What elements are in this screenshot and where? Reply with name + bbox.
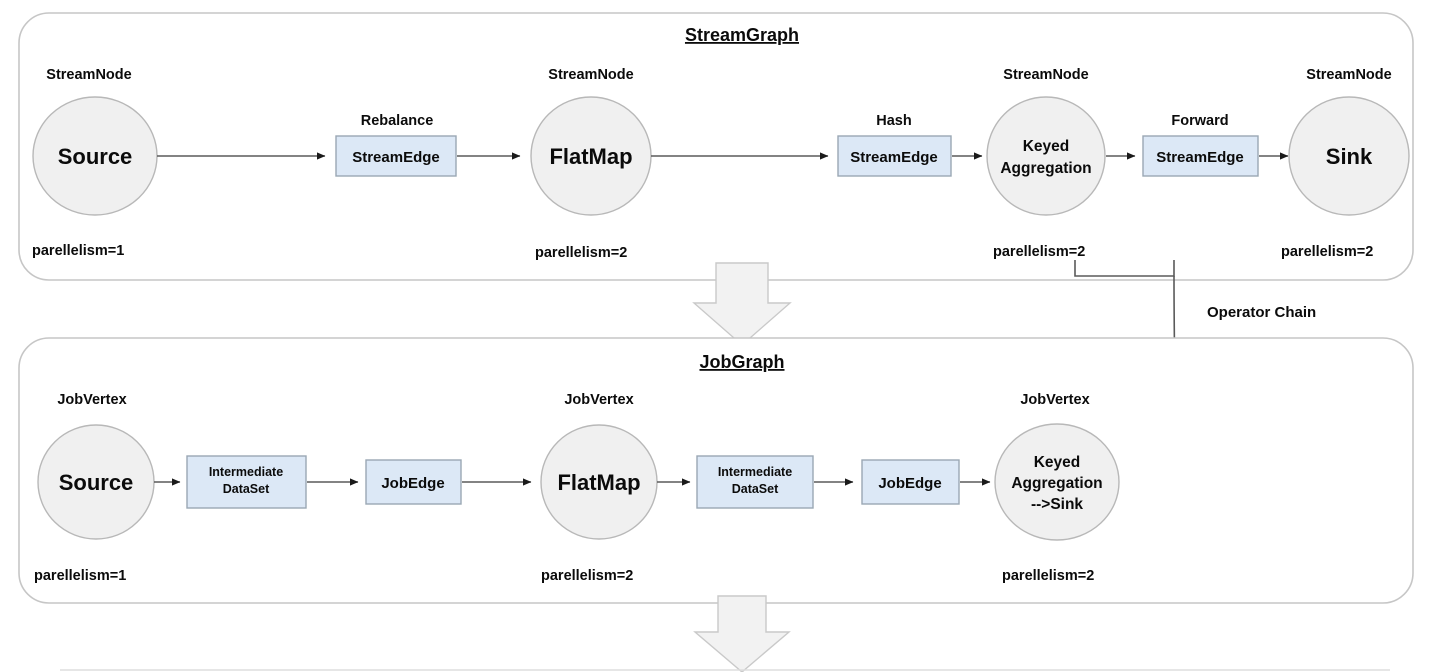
streamedge-rebalance[interactable] <box>335 135 457 177</box>
streamnode-keyed-aggregation[interactable] <box>986 96 1106 216</box>
streamedge-hash-label: StreamEdge <box>850 149 938 166</box>
transform-arrow-1 <box>692 262 792 346</box>
operator-chain-label: Operator Chain <box>1207 304 1316 321</box>
streamnode-flatmap-parallelism: parellelism=2 <box>535 245 627 261</box>
intermediate-dataset-2-line2: DataSet <box>732 482 779 496</box>
jobvertex-flatmap-parallelism: parellelism=2 <box>541 568 633 584</box>
intermediate-dataset-2[interactable] <box>696 455 814 509</box>
intermediate-dataset-1[interactable] <box>186 455 307 509</box>
streamnode-sink[interactable] <box>1288 96 1410 216</box>
streamedge-hash[interactable] <box>837 135 952 177</box>
streamedge-kind-forward: Forward <box>1171 113 1228 129</box>
streamnode-source-label: Source <box>58 144 133 169</box>
streamedge-forward[interactable] <box>1142 135 1259 177</box>
operator-chain-brace <box>1074 260 1175 277</box>
streamnode-keyedagg-label-line2: Aggregation <box>1000 160 1091 177</box>
jobvertex-keyedagg-sink-line1: Keyed <box>1034 454 1081 471</box>
jobedge-2-label: JobEdge <box>878 475 941 492</box>
streamedge-kind-rebalance: Rebalance <box>361 113 434 129</box>
streamnode-sink-parallelism: parellelism=2 <box>1281 244 1373 260</box>
streamedge-rebalance-label: StreamEdge <box>352 149 440 166</box>
transform-arrow-2 <box>693 595 791 672</box>
streamgraph-title: StreamGraph <box>685 25 799 45</box>
intermediate-dataset-1-line2: DataSet <box>223 482 270 496</box>
streamedge-kind-hash: Hash <box>876 113 911 129</box>
streamnode-label-source: StreamNode <box>46 67 131 83</box>
streamnode-keyedagg-parallelism: parellelism=2 <box>993 244 1085 260</box>
streamnode-source-parallelism: parellelism=1 <box>32 243 124 259</box>
jobvertex-keyedagg-sink-parallelism: parellelism=2 <box>1002 568 1094 584</box>
streamnode-label-keyedagg: StreamNode <box>1003 67 1088 83</box>
jobvertex-source-label: Source <box>59 470 134 495</box>
streamnode-label-flatmap: StreamNode <box>548 67 633 83</box>
intermediate-dataset-2-line1: Intermediate <box>718 465 792 479</box>
streamnode-flatmap-label: FlatMap <box>549 144 632 169</box>
jobvertex-label-keyedagg-sink: JobVertex <box>1020 392 1089 408</box>
jobvertex-label-flatmap: JobVertex <box>564 392 633 408</box>
streamnode-label-sink: StreamNode <box>1306 67 1391 83</box>
jobedge-1-label: JobEdge <box>381 475 444 492</box>
jobvertex-source-parallelism: parellelism=1 <box>34 568 126 584</box>
jobedge-1[interactable] <box>365 459 462 505</box>
jobedge-2[interactable] <box>861 459 960 505</box>
jobvertex-keyedagg-sink-line2: Aggregation <box>1011 475 1102 492</box>
intermediate-dataset-1-line1: Intermediate <box>209 465 283 479</box>
jobvertex-label-source: JobVertex <box>57 392 126 408</box>
streamnode-sink-label: Sink <box>1326 144 1373 169</box>
streamnode-keyedagg-label-line1: Keyed <box>1023 138 1070 155</box>
jobvertex-keyed-aggregation-sink[interactable] <box>994 423 1120 541</box>
jobvertex-keyedagg-sink-line3: -->Sink <box>1031 496 1083 513</box>
jobgraph-title: JobGraph <box>699 352 784 372</box>
streamedge-forward-label: StreamEdge <box>1156 149 1244 166</box>
jobvertex-flatmap-label: FlatMap <box>557 470 640 495</box>
